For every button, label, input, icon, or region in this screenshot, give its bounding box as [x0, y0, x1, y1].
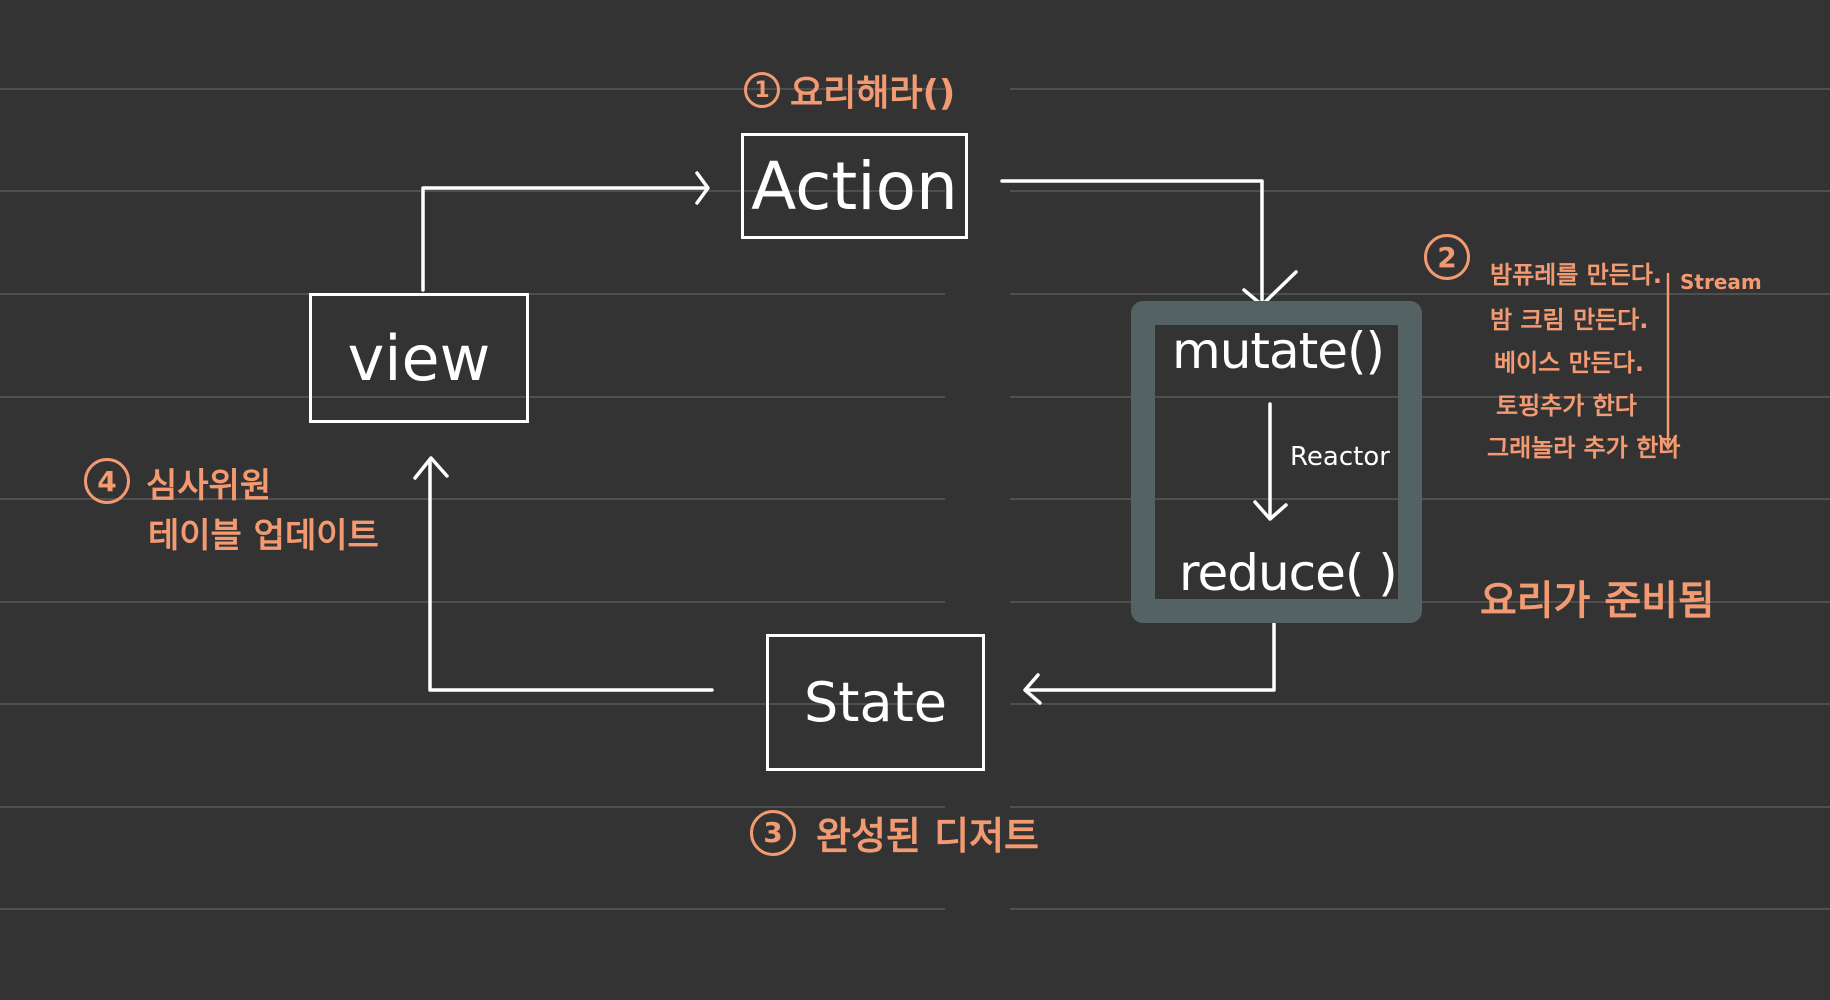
arrow-reduce-to-state [1026, 621, 1276, 692]
state-node: State [766, 634, 985, 771]
action-label: Action [751, 147, 958, 225]
step4-line2: 테이블 업데이트 [148, 516, 379, 556]
step3-text: 완성된 디저트 [816, 814, 1039, 858]
mutate-label: mutate() [1172, 322, 1385, 380]
step1-annotation: 1 요리해라() [744, 64, 955, 116]
step3-number: 3 [750, 809, 796, 856]
step1-text: 요리해라() [790, 73, 956, 114]
arrow-view-to-action [421, 186, 708, 292]
step2-item-1: 밤퓨레를 만든다. [1490, 261, 1663, 289]
step4-number-wrap: 4 [84, 458, 130, 504]
view-node: view [309, 293, 529, 423]
arrow-action-to-mutate [1000, 179, 1264, 302]
view-label: view [347, 321, 491, 395]
reduce-label: reduce( ) [1179, 544, 1398, 602]
stream-label: Stream [1680, 270, 1762, 294]
step2-item-4: 토핑추가 한다 [1496, 392, 1637, 420]
reactor-frame [1131, 301, 1422, 623]
step4-line1: 심사위원 [146, 466, 272, 506]
step2-result: 요리가 준비됨 [1480, 578, 1715, 624]
step2-number: 2 [1424, 234, 1470, 280]
step2-item-5: 그래놀라 추가 한다 [1487, 434, 1681, 462]
step4-number: 4 [84, 458, 130, 504]
step1-number: 1 [744, 72, 780, 108]
action-node: Action [741, 133, 968, 239]
step3-annotation: 3 완성된 디저트 [750, 805, 1039, 860]
step2-item-2: 밤 크림 만든다. [1490, 306, 1649, 334]
step2-number-wrap: 2 [1424, 234, 1470, 280]
reactor-label: Reactor [1290, 442, 1390, 472]
arrow-state-to-view [428, 460, 714, 692]
state-label: State [804, 671, 947, 734]
step2-item-3: 베이스 만든다. [1494, 349, 1644, 377]
